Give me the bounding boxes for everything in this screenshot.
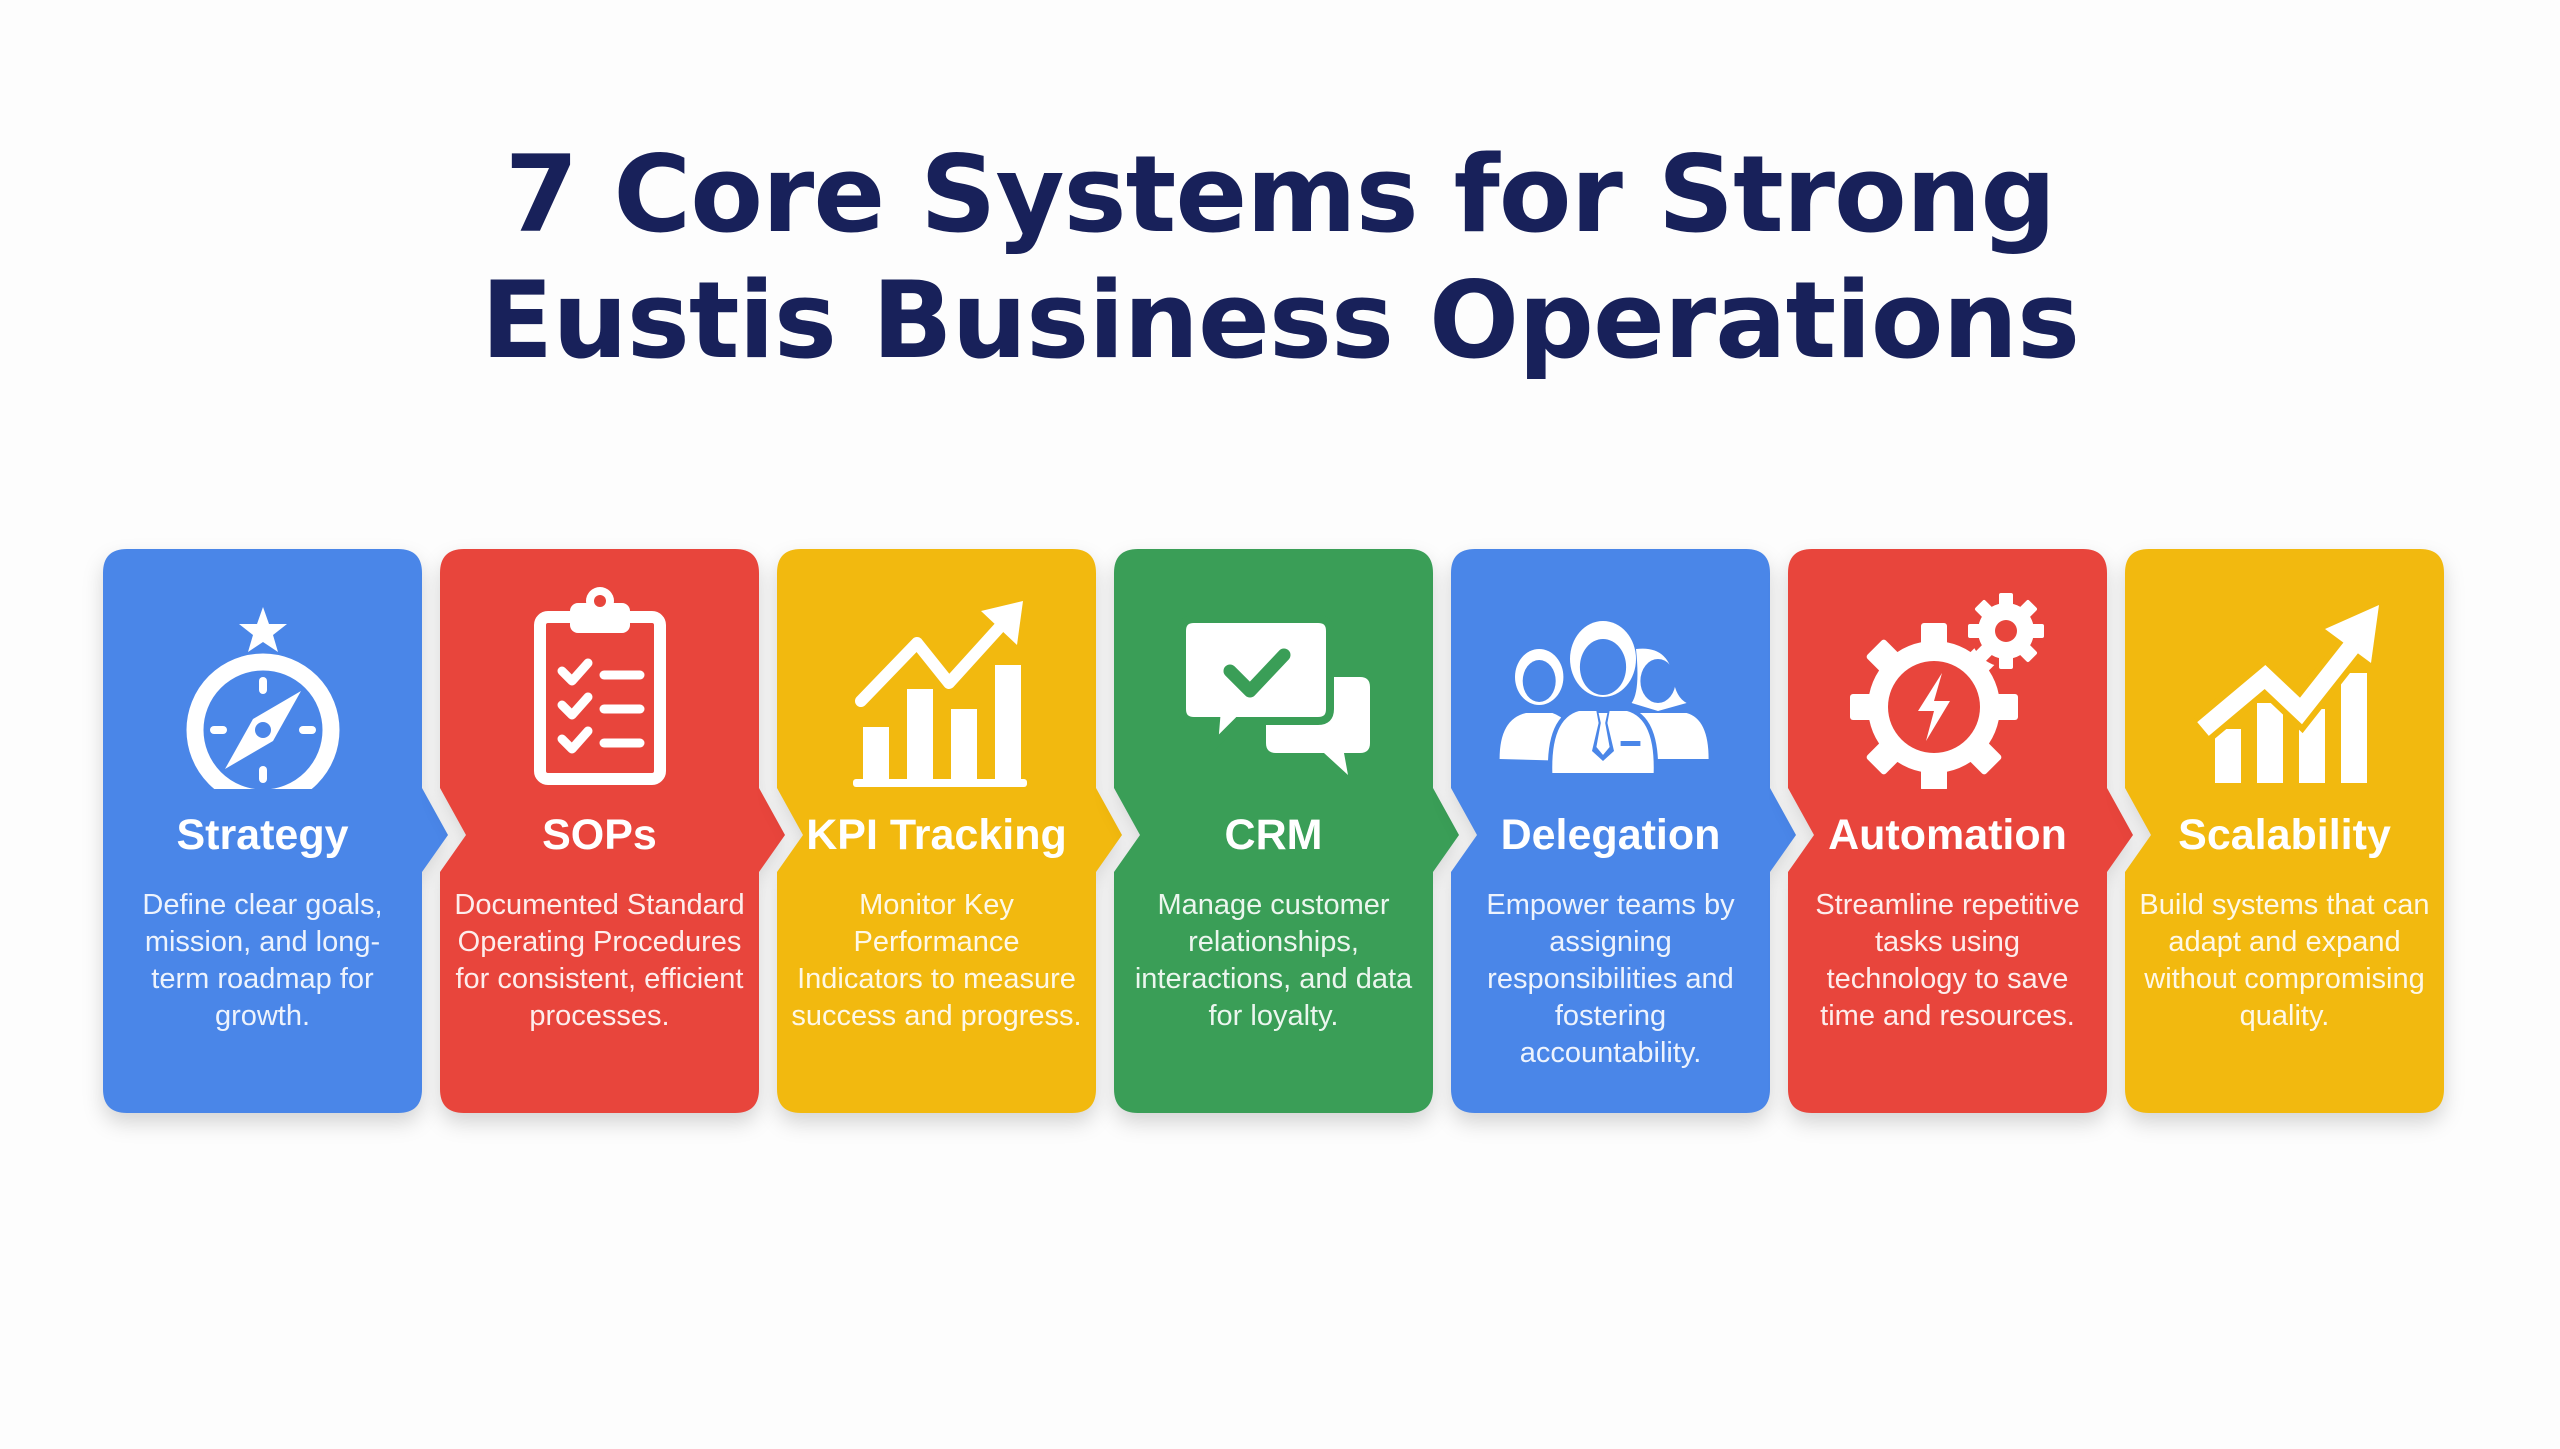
card-title: KPI Tracking: [806, 811, 1067, 859]
card-scalability: Scalability Build systems that can adapt…: [2125, 549, 2444, 1113]
card-description: Manage customer relationships, interacti…: [1134, 889, 1413, 1032]
card-kpi-tracking: KPI Tracking Monitor Key Performance Ind…: [777, 549, 1122, 1113]
card-sops: SOPs Documented Standard Operating Proce…: [440, 549, 785, 1113]
card-description: Monitor Key Performance Indicators to me…: [791, 889, 1082, 1032]
growth-arrow-chart-icon: [2185, 579, 2385, 789]
card-description: Documented Standard Operating Procedures…: [454, 889, 745, 1032]
card-title: Strategy: [176, 811, 349, 859]
card-description: Empower teams by assigning responsibilit…: [1486, 889, 1735, 1069]
card-description: Build systems that can adapt and expand …: [2139, 889, 2430, 1032]
card-title: Scalability: [2178, 811, 2391, 859]
card-title: Automation: [1828, 811, 2067, 859]
card-strategy: Strategy Define clear goals, mission, an…: [103, 549, 448, 1113]
title-line-2: Eustis Business Operations: [480, 259, 2080, 382]
card-title: SOPs: [542, 811, 657, 859]
card-title: Delegation: [1500, 811, 1721, 859]
card-background: [440, 549, 785, 1113]
card-background: [103, 549, 448, 1113]
gears-lightning-icon: [1848, 579, 2048, 791]
card-description: Streamline repetitive tasks using techno…: [1815, 889, 2080, 1032]
compass-star-icon: [163, 579, 363, 807]
page-title: 7 Core Systems for Strong Eustis Busines…: [0, 132, 2560, 384]
card-automation: Automation Streamline repetitive tasks u…: [1788, 549, 2133, 1113]
team-people-icon: [1499, 579, 1711, 789]
title-line-1: 7 Core Systems for Strong: [504, 133, 2056, 256]
card-crm: CRM Manage customer relationships, inter…: [1114, 549, 1459, 1113]
bar-chart-trend-icon: [837, 579, 1037, 789]
card-delegation: Delegation Empower teams by assigning re…: [1451, 549, 1796, 1113]
card-description: Define clear goals, mission, and long-te…: [142, 889, 383, 1032]
clipboard-checklist-icon: [500, 579, 700, 789]
chat-bubbles-check-icon: [1174, 579, 1374, 789]
card-title: CRM: [1224, 811, 1323, 859]
